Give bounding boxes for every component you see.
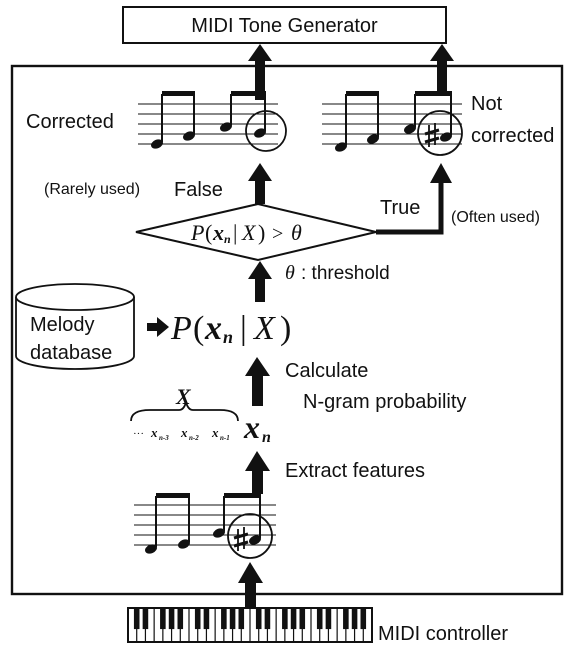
decision-open-paren: ( <box>205 220 212 245</box>
probability-bar: | <box>240 310 247 347</box>
history-feature-2-subscript: n-2 <box>189 434 199 442</box>
corrected-staff <box>138 91 287 152</box>
decision-xn-subscript: n <box>224 232 231 246</box>
database-label-line2: database <box>30 342 112 364</box>
history-brace <box>130 401 239 422</box>
arrow-from-database <box>147 317 169 337</box>
black-key <box>142 608 149 630</box>
extract-label: Extract features <box>285 460 425 482</box>
decision-x: X <box>241 220 257 245</box>
history-feature-3-subscript: n-1 <box>220 434 230 442</box>
black-key <box>177 608 184 630</box>
arrow-true-branch <box>376 163 452 235</box>
not-corrected-note-circle <box>417 110 463 156</box>
probability-xn-subscript: n <box>223 327 233 347</box>
decision-greater-than: > <box>272 223 283 245</box>
often-used-label: (Often used) <box>451 209 540 226</box>
arrow-false-branch <box>248 163 272 204</box>
tone-generator-box <box>122 6 447 44</box>
corrected-status-label: corrected <box>471 125 554 147</box>
probability-close-paren: ) <box>280 310 291 347</box>
black-key <box>160 608 166 630</box>
probability-p: P <box>170 310 192 347</box>
arrow-into-decision <box>248 261 272 302</box>
black-key <box>264 608 271 630</box>
probability-open-paren: ( <box>193 310 204 347</box>
probability-expression: P ( x n | X ) <box>170 310 291 347</box>
arrow-calculate <box>245 357 270 406</box>
input-note-circle <box>227 513 273 559</box>
history-feature-3: x <box>211 425 219 440</box>
current-feature: x <box>243 409 260 445</box>
decision-theta: θ <box>291 220 302 245</box>
midi-controller-label: MIDI controller <box>378 623 508 645</box>
calculate-label: Calculate <box>285 360 368 382</box>
black-key <box>351 608 358 630</box>
false-label: False <box>174 179 223 201</box>
black-key <box>133 608 140 630</box>
black-key <box>290 608 297 630</box>
black-key <box>360 608 367 630</box>
decision-diamond <box>135 202 377 262</box>
arrow-from-controller <box>238 562 263 608</box>
input-sharp-icon <box>232 525 250 553</box>
corrected-note-circle <box>245 110 287 152</box>
black-key <box>325 608 332 630</box>
rarely-used-label: (Rarely used) <box>44 181 140 198</box>
black-key <box>203 608 210 630</box>
history-features: x n-3 x n-2 x n-1 <box>150 425 230 442</box>
black-key <box>194 608 201 630</box>
arrow-to-generator-left <box>248 44 272 100</box>
decision-condition: P ( x n | X ) > θ <box>190 220 302 246</box>
probability-x: X <box>252 310 276 347</box>
true-label: True <box>380 197 420 219</box>
black-key <box>343 608 349 630</box>
current-feature-subscript: n <box>262 429 271 446</box>
database-label-line1: Melody <box>30 314 94 336</box>
black-key <box>299 608 306 630</box>
midi-keyboard-icon <box>127 607 373 643</box>
probability-xn: x <box>204 310 222 347</box>
history-feature-1-subscript: n-3 <box>159 434 169 442</box>
not-corrected-staff <box>322 91 463 156</box>
input-staff <box>134 493 276 559</box>
arrow-extract <box>245 451 270 494</box>
history-feature-1: x <box>150 425 158 440</box>
arrow-to-generator-right <box>430 44 454 93</box>
ngram-label: N-gram probability <box>303 391 466 413</box>
decision-p: P <box>190 220 204 245</box>
sharp-icon <box>423 121 441 149</box>
threshold-label: : threshold <box>301 263 390 284</box>
black-key <box>238 608 245 630</box>
system-frame <box>10 64 564 596</box>
threshold-symbol: θ <box>285 262 295 284</box>
decision-xn: x <box>212 220 224 245</box>
history-feature-2: x <box>180 425 188 440</box>
black-key <box>316 608 323 630</box>
decision-close-paren: ) <box>258 220 265 245</box>
black-key <box>229 608 236 630</box>
decision-bar: | <box>233 220 237 245</box>
corrected-notes <box>149 120 268 151</box>
history-x-label: X <box>175 384 192 409</box>
black-key <box>255 608 262 630</box>
melody-database <box>15 283 135 370</box>
history-ellipsis: ··· <box>133 428 144 440</box>
corrected-label: Corrected <box>26 111 114 133</box>
black-key <box>168 608 175 630</box>
not-label: Not <box>471 93 503 115</box>
black-key <box>221 608 227 630</box>
black-key <box>282 608 288 630</box>
tone-generator-label: MIDI Tone Generator <box>191 15 378 37</box>
